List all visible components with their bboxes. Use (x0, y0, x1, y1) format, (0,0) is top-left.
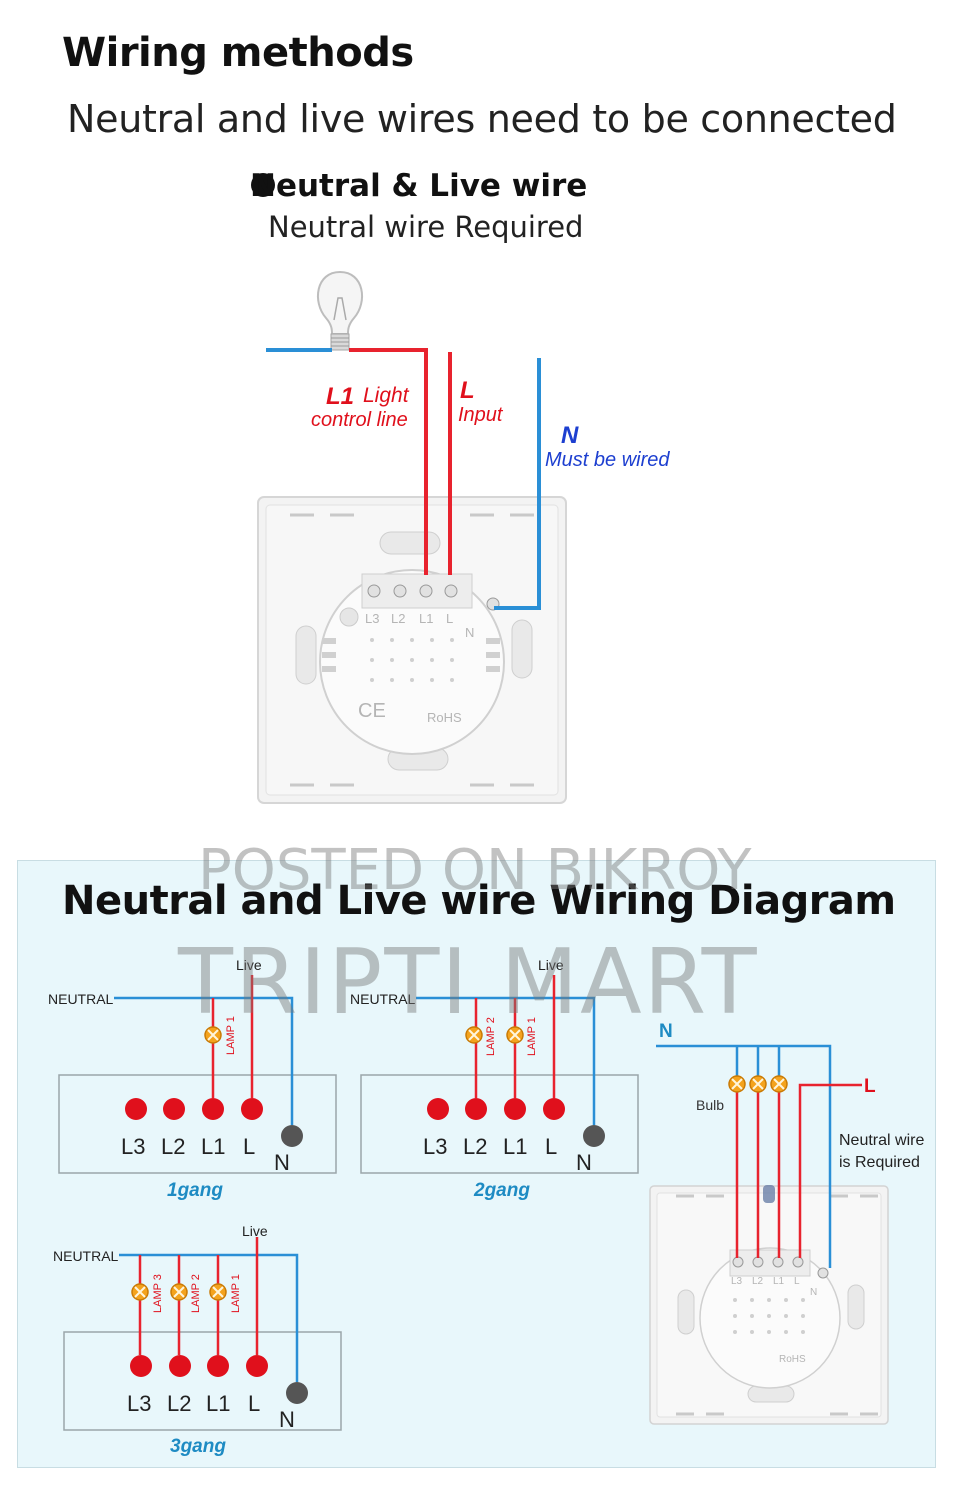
bulb-icon (770, 1075, 788, 1093)
right-terminal-label: N (810, 1287, 817, 1298)
bulb-icon (749, 1075, 767, 1093)
right-terminal-label: L1 (773, 1276, 785, 1287)
lamp-icon (209, 1283, 227, 1301)
terminal-label: L2 (463, 1134, 487, 1159)
neutral-label: NEUTRAL (53, 1248, 119, 1264)
top-terminal-label: L (446, 611, 453, 626)
lamp-label: LAMP 2 (190, 1274, 202, 1313)
option-heading: Neutral & Live wire (250, 168, 588, 204)
lamp-label: LAMP 1 (225, 1016, 237, 1055)
option-subheading: Neutral wire Required (268, 210, 584, 244)
terminal-label: N (576, 1150, 592, 1175)
lamp-icon (170, 1283, 188, 1301)
l1-label-line1: Light (363, 384, 410, 407)
neutral-note-line1: Neutral wire (839, 1132, 924, 1149)
gang-label: 3gang (170, 1436, 226, 1457)
gang-label: 2gang (473, 1180, 530, 1201)
right-terminal-label: L3 (731, 1276, 743, 1287)
l1-label-line2: control line (311, 409, 408, 431)
top-rohs-mark: RoHS (427, 710, 462, 725)
right-wiring-diagram: L3 L2 L1 L N RoHS N L Bulb Neutral wire … (649, 1021, 924, 1425)
live-label: Live (538, 957, 564, 973)
l1-code: L1 (326, 383, 354, 410)
neutral-note-line2: is Required (839, 1154, 920, 1171)
terminal-label: L2 (161, 1134, 185, 1159)
gang-label: 1gang (167, 1180, 223, 1201)
terminal-label: N (279, 1407, 295, 1432)
lamp-label: LAMP 3 (152, 1274, 164, 1313)
lamp-label: LAMP 1 (526, 1017, 538, 1056)
terminal-label: L3 (121, 1134, 145, 1159)
neutral-label: NEUTRAL (48, 991, 114, 1007)
gang3-diagram: NEUTRAL Live LAMP 3 LAMP 2 LAMP 1 L3 L2 … (53, 1223, 342, 1457)
page-subtitle: Neutral and live wires need to be connec… (67, 97, 897, 141)
gang1-diagram: NEUTRAL Live LAMP 1 L3 L2 L1 L N 1gang (48, 957, 337, 1201)
page-title: Wiring methods (62, 30, 414, 76)
live-label: Live (236, 957, 262, 973)
l1-control-wire (349, 348, 428, 575)
bulb-icon (728, 1075, 746, 1093)
top-terminal-label: L2 (391, 611, 405, 626)
neutral-label: NEUTRAL (350, 991, 416, 1007)
right-terminal-label: L (794, 1276, 800, 1287)
l-code: L (460, 377, 475, 404)
lamp-label: LAMP 1 (230, 1274, 242, 1313)
top-ce-mark: CE (358, 700, 386, 722)
n-code: N (561, 422, 579, 449)
terminal-label: L (545, 1134, 557, 1159)
light-bulb-icon (317, 270, 363, 351)
top-terminal-label: N (465, 625, 474, 640)
bulb-label: Bulb (696, 1097, 724, 1113)
terminal-label: L2 (167, 1391, 191, 1416)
terminal-label: L1 (206, 1391, 230, 1416)
right-n-label: N (659, 1021, 673, 1042)
top-terminal-label: L1 (419, 611, 433, 626)
terminal-label: N (274, 1150, 290, 1175)
terminal-label: L (243, 1134, 255, 1159)
n-wire (494, 358, 541, 610)
watermark-line2: TRIPTI MART (178, 930, 759, 1035)
right-rohs-mark: RoHS (779, 1354, 806, 1365)
right-terminal-label: L2 (752, 1276, 764, 1287)
gang2-diagram: NEUTRAL Live LAMP 2 LAMP 1 L3 L2 L1 L N … (350, 957, 639, 1201)
terminal-label: L3 (423, 1134, 447, 1159)
terminal-label: L (248, 1391, 260, 1416)
lamp-icon (131, 1283, 149, 1301)
terminal-label: L1 (201, 1134, 225, 1159)
terminal-label: L3 (127, 1391, 151, 1416)
lamp-label: LAMP 2 (485, 1017, 497, 1056)
watermark-line1: POSTED ON BIKROY (198, 838, 752, 903)
live-label: Live (242, 1223, 268, 1239)
n-label: Must be wired (545, 449, 670, 471)
diagram-title: Neutral and Live wire Wiring Diagram (62, 878, 896, 924)
top-terminal-label: L3 (365, 611, 379, 626)
terminal-label: L1 (503, 1134, 527, 1159)
right-l-label: L (864, 1076, 876, 1097)
l-label: Input (458, 404, 504, 426)
